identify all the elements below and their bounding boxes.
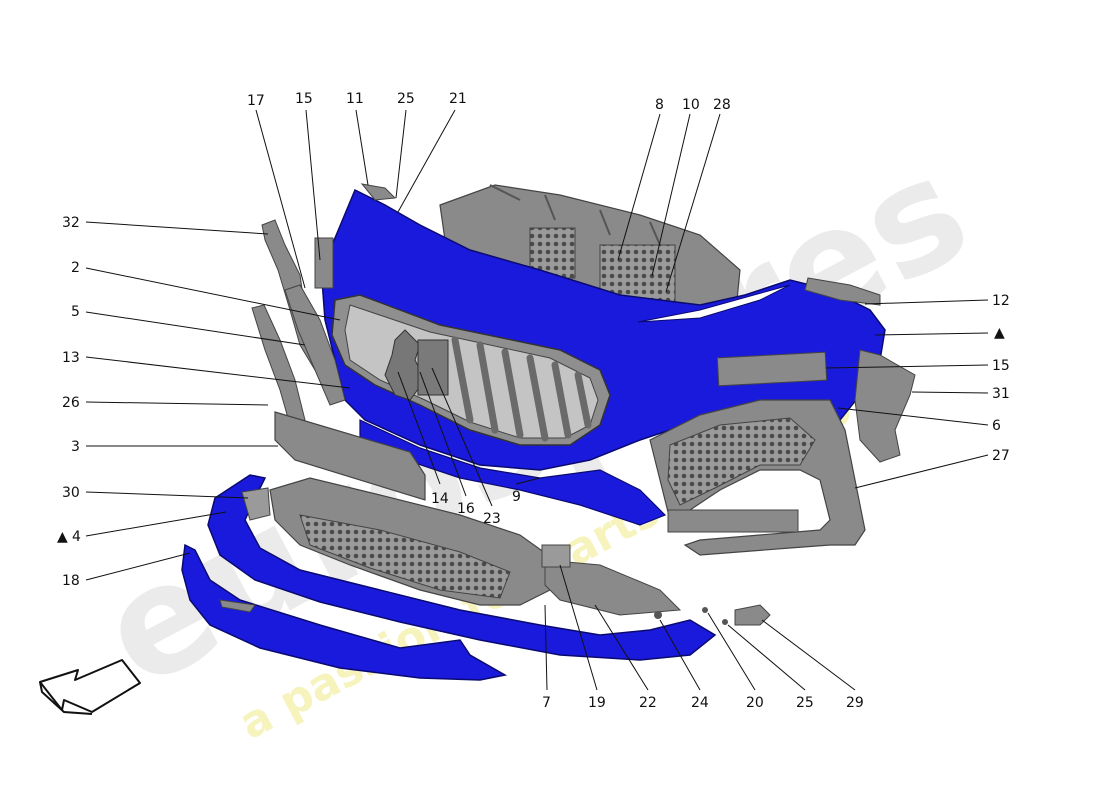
- callout-19: 19: [588, 695, 606, 711]
- left-brackets: [251, 183, 397, 426]
- callout-2: 2: [71, 260, 80, 276]
- splitter: [181, 543, 508, 681]
- callout-27: 27: [992, 448, 1010, 464]
- callout-25-bottom: 25: [796, 695, 814, 711]
- callout-13: 13: [62, 350, 80, 366]
- side-grille: [649, 399, 866, 556]
- right-brackets: [804, 277, 916, 463]
- callout-labels: 17 15 11 25 21 8 10 28 32 2 5 13 26 3 30…: [57, 91, 1010, 711]
- callout-6: 6: [992, 418, 1001, 434]
- callout-7: 7: [542, 695, 551, 711]
- callout-32: 32: [62, 215, 80, 231]
- lower-lip: [207, 474, 717, 661]
- callout-30: 30: [62, 485, 80, 501]
- callout-15: 15: [295, 91, 313, 107]
- callout-15-right: 15: [992, 358, 1010, 374]
- callout-24: 24: [691, 695, 709, 711]
- callout-11: 11: [346, 91, 364, 107]
- callout-31: 31: [992, 386, 1010, 402]
- small-parts: [654, 604, 771, 626]
- callout-21: 21: [449, 91, 467, 107]
- callout-17: 17: [247, 93, 265, 109]
- callout-3: 3: [71, 439, 80, 455]
- callout-28: 28: [713, 97, 731, 113]
- leader-lines: [85, 109, 989, 691]
- callout-26: 26: [62, 395, 80, 411]
- callout-18: 18: [62, 573, 80, 589]
- undertray: [541, 544, 682, 616]
- triangle-marker-icon: ▲: [57, 529, 68, 545]
- callout-14: 14: [431, 491, 449, 507]
- callout-12: 12: [992, 293, 1010, 309]
- callout-triangle: ▲: [994, 325, 1005, 341]
- callout-25: 25: [397, 91, 415, 107]
- callout-8: 8: [655, 97, 664, 113]
- lower-grille: [269, 477, 556, 606]
- callout-4: 4: [72, 529, 81, 545]
- callout-23: 23: [483, 511, 501, 527]
- callout-22: 22: [639, 695, 657, 711]
- callout-16: 16: [457, 501, 475, 517]
- callout-9: 9: [512, 489, 521, 505]
- callout-5: 5: [71, 304, 80, 320]
- front-grille: [331, 294, 611, 446]
- callout-29: 29: [846, 695, 864, 711]
- impact-absorber: [274, 411, 426, 501]
- callout-20: 20: [746, 695, 764, 711]
- callout-10: 10: [682, 97, 700, 113]
- air-duct: [439, 184, 741, 326]
- direction-arrow-icon: [39, 659, 141, 715]
